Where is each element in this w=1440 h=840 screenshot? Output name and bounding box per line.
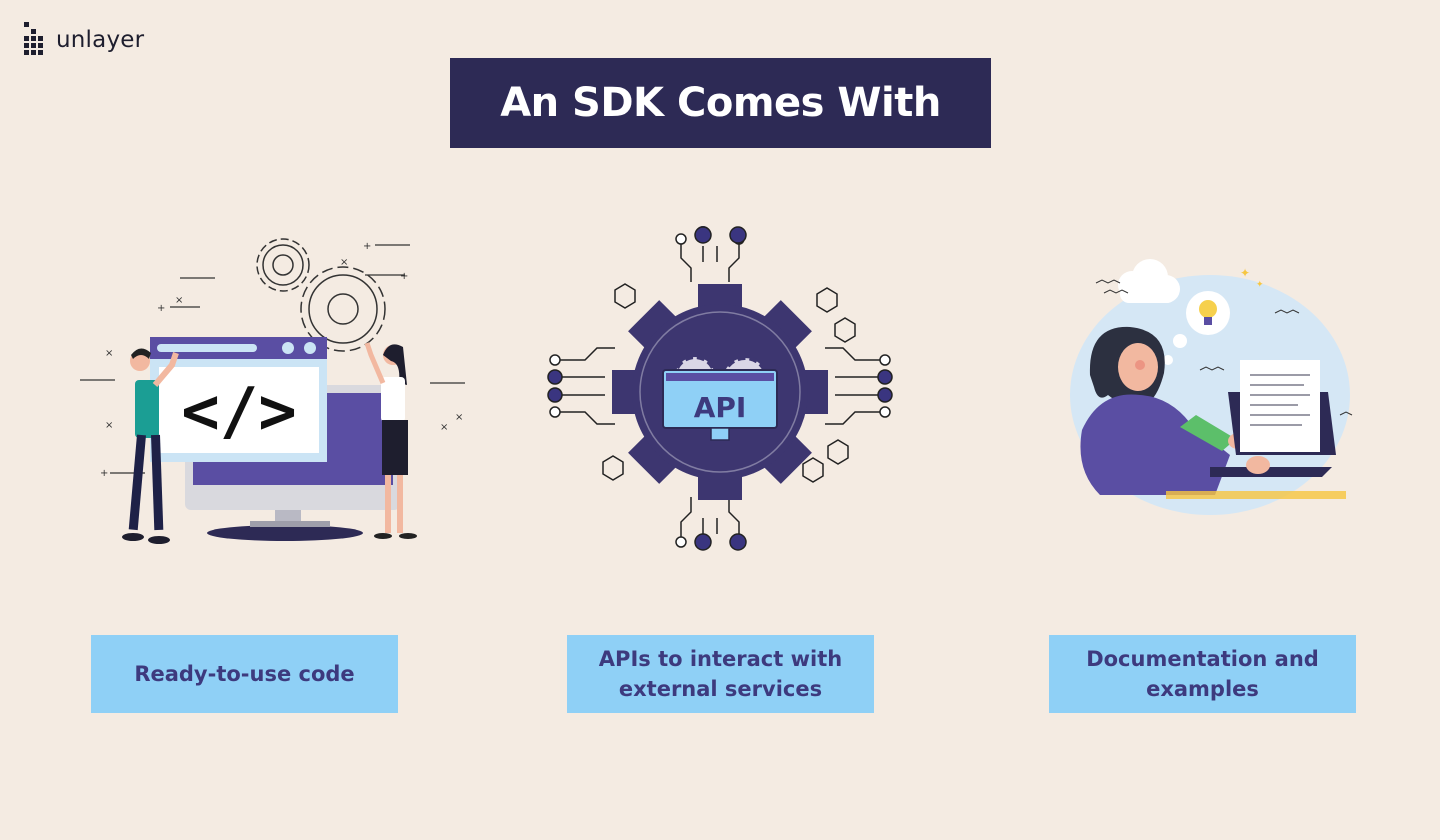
card-label-documentation: Documentation and examples: [1049, 635, 1356, 713]
page-title: An SDK Comes With: [500, 80, 941, 126]
card-label-apis: APIs to interact with external services: [567, 635, 874, 713]
svg-text:+: +: [400, 271, 408, 282]
code-symbol: </>: [181, 375, 297, 449]
developers-code-screen-illustration: + × + + × × × × × + </>: [80, 238, 465, 544]
title-banner: An SDK Comes With: [450, 58, 991, 148]
svg-text:×: ×: [455, 412, 463, 423]
card-label-ready-code: Ready-to-use code: [91, 635, 398, 713]
svg-text:+: +: [100, 468, 108, 479]
brand-name: unlayer: [56, 27, 145, 53]
woman-laptop-documentation-illustration: ✦✦: [1070, 259, 1353, 515]
api-badge: API: [694, 391, 747, 424]
svg-text:×: ×: [105, 348, 113, 359]
svg-text:×: ×: [340, 257, 348, 268]
svg-text:+: +: [157, 303, 165, 314]
svg-text:+: +: [363, 241, 371, 252]
svg-text:✦: ✦: [1256, 280, 1264, 290]
card-label-text: Ready-to-use code: [134, 662, 355, 686]
svg-text:×: ×: [105, 420, 113, 431]
card-label-text: Documentation and examples: [1086, 647, 1319, 701]
api-gear-circuit-illustration: API: [547, 226, 893, 551]
card-label-text: APIs to interact with external services: [598, 647, 843, 701]
unlayer-logo-icon: [24, 22, 43, 55]
svg-text:×: ×: [440, 422, 448, 433]
svg-text:×: ×: [175, 295, 183, 306]
svg-text:✦: ✦: [1240, 266, 1250, 280]
brand-logo[interactable]: unlayer: [24, 22, 144, 58]
